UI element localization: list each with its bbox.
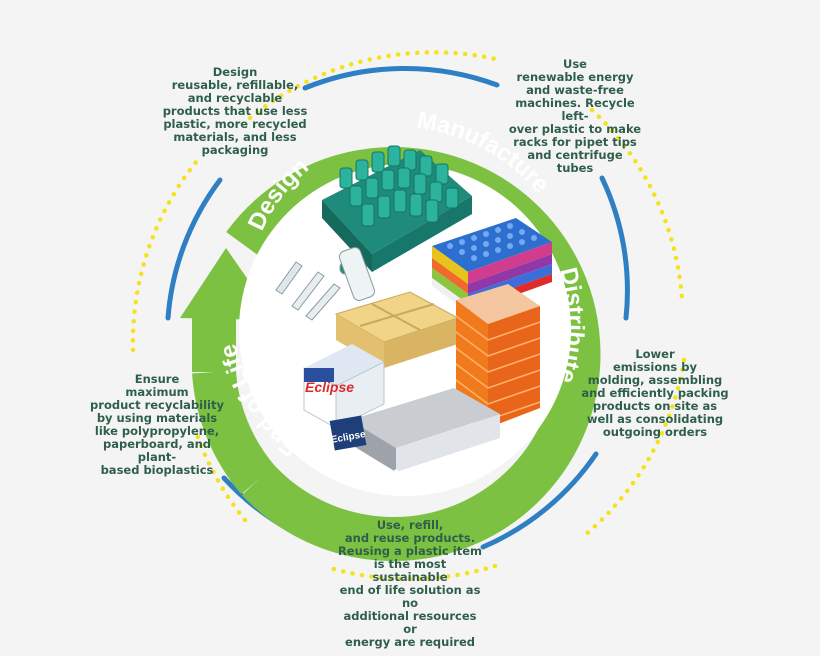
- use-note: Use, refill, and reuse products. Reusing…: [337, 518, 483, 649]
- pipet-tip-boxes: [432, 218, 552, 312]
- end-of-life-note: Ensure maximum product recyclability by …: [90, 372, 224, 477]
- yellow-dotted-ring: [130, 50, 687, 582]
- distribute-note: Lower emissions by molding, assembling a…: [581, 347, 729, 439]
- centrifuge-tubes: [339, 145, 459, 227]
- design-note: Design reusable, refillable, and recycla…: [162, 65, 308, 157]
- eclipse-tray-box: [329, 388, 500, 472]
- eclipse-box-label: Eclipse: [305, 379, 354, 395]
- manufacture-note: Use renewable energy and waste-free mach…: [508, 57, 642, 175]
- eclipse-box: [303, 344, 385, 429]
- stage-label-use: Use: [393, 465, 437, 492]
- product-collage: Eclipse Eclipse: [239, 145, 571, 496]
- beige-tray: [334, 291, 460, 368]
- loose-tubes: [275, 246, 376, 321]
